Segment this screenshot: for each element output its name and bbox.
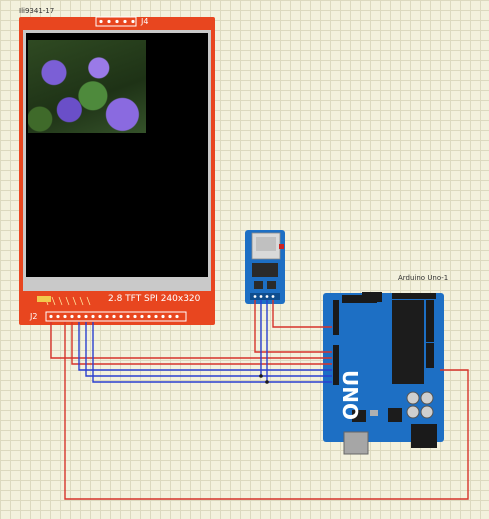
wire-vcc bbox=[50, 322, 332, 359]
lcd-flower-image bbox=[28, 40, 146, 133]
tft-j4-label: J4 bbox=[141, 17, 149, 26]
sd-chip bbox=[254, 281, 263, 289]
atmega-chip-socket bbox=[410, 300, 424, 384]
capacitor-3 bbox=[406, 405, 420, 419]
sd-header bbox=[250, 293, 280, 300]
sd-card-module[interactable] bbox=[245, 230, 285, 304]
arduino-top-header-small bbox=[362, 292, 382, 302]
regulator-chip bbox=[388, 408, 402, 422]
wire-sd-vcc bbox=[272, 300, 332, 328]
arduino-uno[interactable]: UNO bbox=[323, 292, 444, 455]
wire-mosi bbox=[92, 322, 332, 383]
capacitor-2 bbox=[420, 391, 434, 405]
atmega-chip bbox=[392, 300, 410, 384]
crystal bbox=[370, 410, 378, 416]
sd-chip-2 bbox=[267, 281, 276, 289]
tft-part-label: Ili9341-17 bbox=[19, 7, 55, 15]
arduino-part-label: Arduino Uno-1 bbox=[398, 274, 449, 282]
arduino-top-header-right bbox=[392, 293, 436, 299]
wire-cs bbox=[71, 322, 332, 365]
wire-reset bbox=[78, 322, 332, 371]
capacitor-4 bbox=[420, 405, 434, 419]
usb-port bbox=[343, 431, 369, 455]
tft-title-label: 2.8 TFT SPI 240x320 bbox=[108, 294, 201, 304]
j4-pins bbox=[99, 19, 135, 24]
arduino-analog-header bbox=[426, 300, 434, 342]
sd-regulator bbox=[252, 263, 278, 277]
arduino-power-header bbox=[426, 343, 434, 368]
wire-sd-cs bbox=[254, 300, 332, 353]
wire-junctions bbox=[259, 374, 269, 384]
j2-header bbox=[45, 311, 187, 322]
tft-j2-label: J2 bbox=[30, 312, 38, 321]
power-jack bbox=[411, 424, 437, 448]
arduino-digital-header-b bbox=[333, 345, 339, 385]
j4-header bbox=[95, 16, 137, 27]
sd-pins bbox=[253, 295, 275, 298]
sd-led bbox=[279, 244, 284, 249]
wires bbox=[50, 300, 469, 500]
capacitor-1 bbox=[406, 391, 420, 405]
arduino-top-header-left bbox=[342, 295, 377, 303]
usb-chip bbox=[352, 410, 366, 422]
sd-card bbox=[256, 237, 276, 251]
arduino-digital-header-a bbox=[333, 300, 339, 335]
wire-gnd bbox=[64, 322, 469, 500]
wire-dc bbox=[85, 322, 332, 377]
uno-logo: UNO bbox=[338, 370, 362, 420]
tft-ribbon bbox=[37, 296, 51, 302]
j2-pins bbox=[49, 314, 179, 319]
